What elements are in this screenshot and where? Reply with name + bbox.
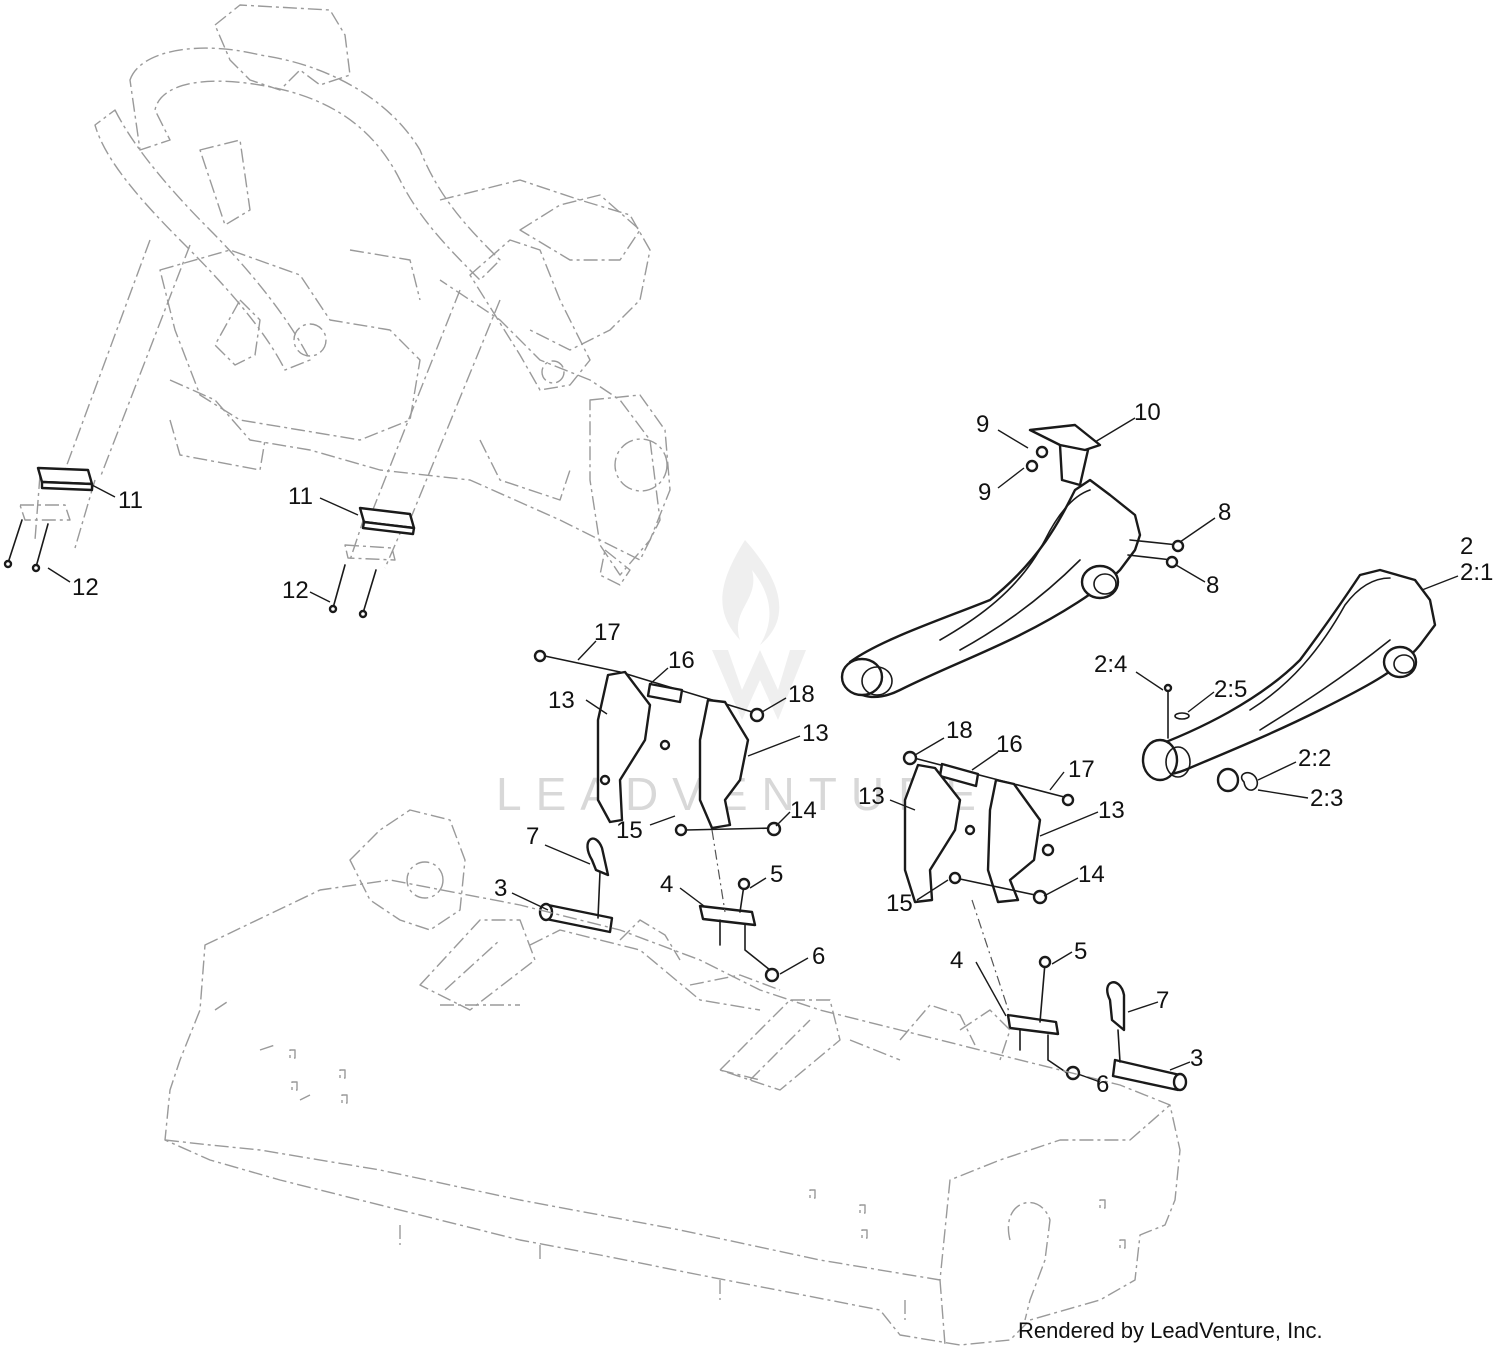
hitch-pin-right [1106, 981, 1188, 1092]
ghost-mower-deck [164, 809, 1181, 1346]
callout-2-2: 2:2 [1298, 745, 1331, 772]
callout-5-right: 5 [1074, 938, 1087, 965]
callout-12-left: 12 [72, 574, 99, 601]
callout-2-4: 2:4 [1094, 651, 1127, 678]
callout-16-right: 16 [996, 731, 1023, 758]
callout-13-right-b: 13 [1098, 797, 1125, 824]
ghost-tractor-frame [94, 4, 671, 586]
callout-2-3: 2:3 [1310, 785, 1343, 812]
callout-14-right: 14 [1078, 861, 1105, 888]
callout-9-bottom: 9 [978, 479, 991, 506]
callout-15-left: 15 [616, 817, 643, 844]
bracket-assembly-left [533, 649, 782, 837]
callout-4-left: 4 [660, 871, 673, 898]
callout-labels: 11 12 11 12 9 9 10 8 8 2 2:1 2:4 2:5 2:2… [72, 399, 1493, 1098]
hitch-pin-left [538, 837, 614, 934]
callout-8-bottom: 8 [1206, 572, 1219, 599]
callout-8-top: 8 [1218, 499, 1231, 526]
callout-3-right: 3 [1190, 1045, 1203, 1072]
callout-2-1: 2:1 [1460, 559, 1493, 586]
watermark-logo [712, 540, 806, 720]
callout-6-right: 6 [1096, 1071, 1109, 1098]
ghost-posts [19, 239, 501, 569]
lift-arm-lower [1141, 568, 1437, 793]
callout-7-left: 7 [526, 823, 539, 850]
render-credit: Rendered by LeadVenture, Inc. [1018, 1318, 1323, 1343]
bolts-12 [3, 519, 377, 619]
callout-13-right-a: 13 [858, 783, 885, 810]
spacer-plate-center [358, 506, 416, 536]
leader-lines [47, 417, 1459, 1083]
callout-5-left: 5 [770, 861, 783, 888]
callout-9-top: 9 [976, 411, 989, 438]
callout-15-right: 15 [886, 890, 913, 917]
callout-11-center: 11 [288, 483, 313, 510]
lift-arm-upper [840, 423, 1185, 699]
callout-4-right: 4 [950, 947, 963, 974]
callout-18-left: 18 [788, 681, 815, 708]
bracket-assembly-right [902, 750, 1075, 905]
callout-18-right: 18 [946, 717, 973, 744]
callout-2: 2 [1460, 533, 1473, 560]
callout-17-right: 17 [1068, 756, 1095, 783]
alignment-guides [711, 829, 1011, 1016]
callout-10: 10 [1134, 399, 1161, 426]
callout-14-left: 14 [790, 797, 817, 824]
callout-7-right: 7 [1156, 987, 1169, 1014]
callout-12-center: 12 [282, 577, 309, 604]
callout-13-left-b: 13 [802, 720, 829, 747]
plate-left [698, 877, 780, 983]
callout-17-left: 17 [594, 619, 621, 646]
callout-11-left: 11 [118, 487, 143, 514]
spacer-plate-left [36, 466, 94, 492]
callout-6-left: 6 [812, 943, 825, 970]
callout-3-left: 3 [494, 875, 507, 902]
callout-2-5: 2:5 [1214, 676, 1247, 703]
callout-16-left: 16 [668, 647, 695, 674]
callout-13-left-a: 13 [548, 687, 575, 714]
plate-right [1006, 955, 1081, 1081]
